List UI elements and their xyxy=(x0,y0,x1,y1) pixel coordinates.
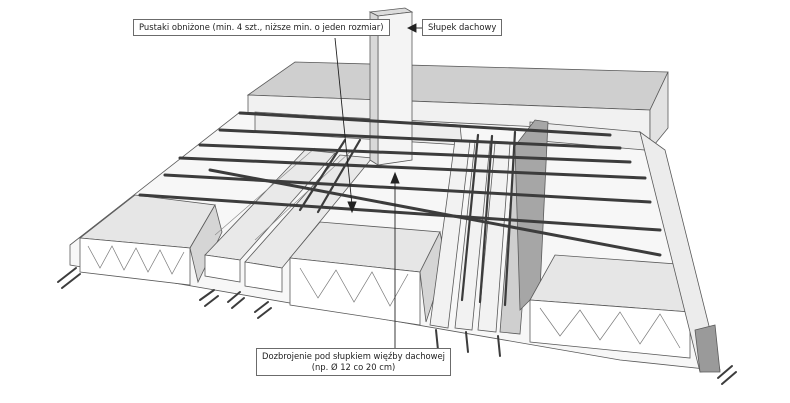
hollow-block-right xyxy=(529,254,691,359)
hollow-block-left xyxy=(78,194,223,286)
roof-post xyxy=(368,7,414,166)
annotation-reinforcement: Dozbrojenie pod słupkiem więźby dachowej… xyxy=(256,348,452,376)
annotation-roof-post: Słupek dachowy xyxy=(422,19,503,36)
annotation-lowered-blocks: Pustaki obniżone (min. 4 szt., niższe mi… xyxy=(133,19,390,36)
rebar-ends xyxy=(57,267,737,385)
edge-blocks-right xyxy=(639,131,721,373)
leader-lines xyxy=(334,23,422,348)
annotation-reinforcement-spec: (np. Ø 12 co 20 cm) xyxy=(311,361,396,372)
hollow-block-right-tall xyxy=(514,119,549,311)
longitudinal-rebars xyxy=(298,130,517,307)
annotation-reinforcement-title: Dozbrojenie pod słupkiem więźby dachowej xyxy=(262,351,446,361)
transverse-rebars xyxy=(138,111,662,257)
